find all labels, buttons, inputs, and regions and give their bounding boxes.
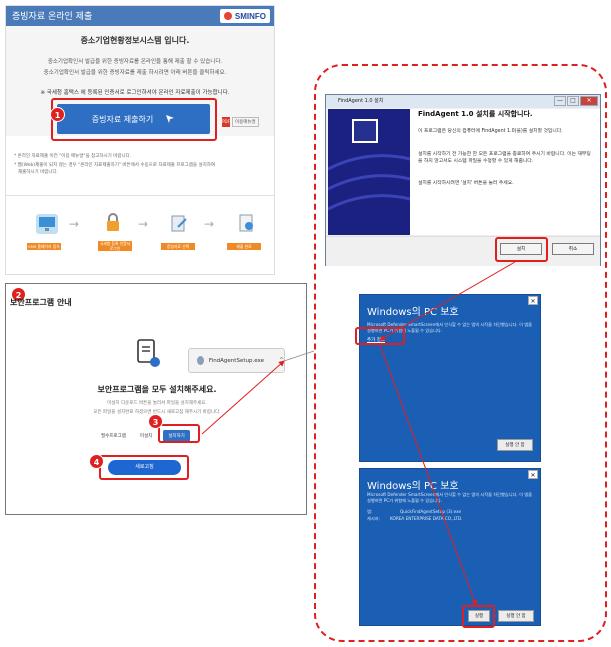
installer-disk-icon bbox=[352, 119, 378, 143]
manual-link[interactable]: PDF 이용매뉴얼 bbox=[222, 117, 259, 127]
arrow-to-defender1 bbox=[379, 261, 516, 341]
security-title: 보안프로그램 안내 bbox=[10, 298, 72, 307]
app-value: QuickFindAgentSetup (3).exe bbox=[400, 509, 462, 514]
run-anyway-button[interactable]: 실행 bbox=[468, 610, 490, 622]
installer-heading: FindAgent 1.0 설치를 시작합니다. bbox=[418, 110, 533, 118]
installer-paragraph: 설치를 시작하기 전 가능한 한 모든 프로그램을 종료하여 주시기 바랍니다.… bbox=[418, 152, 591, 164]
smartscreen-dialog: ✕ Windows의 PC 보호 Microsoft Defender Smar… bbox=[359, 294, 541, 462]
step-badge: 4 bbox=[89, 454, 104, 469]
step-label: 증빙자료 선택 bbox=[161, 243, 195, 250]
program-label: 필수프로그램 bbox=[101, 434, 126, 439]
arrow-to-frame bbox=[283, 350, 315, 362]
cancel-button[interactable]: 취소 bbox=[552, 243, 594, 255]
installer-banner bbox=[328, 109, 410, 235]
step-label: 국세청 등록 인증서 로그인 bbox=[98, 241, 132, 251]
more-info-link[interactable]: 추가 정보 bbox=[367, 338, 385, 343]
installer-window: FindAgent 1.0 설치 — □ ✕ bbox=[325, 94, 601, 266]
arrow-to-run bbox=[379, 344, 478, 606]
installer-titlebar: FindAgent 1.0 설치 — □ ✕ bbox=[326, 95, 600, 108]
highlight-box bbox=[158, 424, 200, 443]
submit-evidence-label: 증빙자료 제출하기 bbox=[91, 114, 154, 124]
arrow-to-download bbox=[201, 360, 285, 435]
program-table: 필수프로그램 미설치 설치하기 bbox=[98, 430, 190, 442]
smartscreen-title: Windows의 PC 보호 bbox=[367, 481, 459, 492]
highlight-box bbox=[495, 237, 548, 262]
close-icon[interactable]: ✕ bbox=[580, 96, 598, 106]
smartscreen-title: Windows의 PC 보호 bbox=[367, 307, 459, 318]
logo-text: SMINFO bbox=[234, 11, 266, 21]
installer-paragraph: 이 프로그램은 당신의 컴퓨터에 FindAgent 1.0(을)를 설치할 것… bbox=[418, 129, 563, 134]
refresh-button[interactable]: 새로고침 bbox=[108, 460, 181, 475]
step-label: 제출 완료 bbox=[227, 243, 261, 250]
portal-heading: 중소기업현황정보시스템 입니다. bbox=[80, 36, 190, 45]
publisher-value: KOREA ENTERPRISE DATA CO.,LTD. bbox=[390, 516, 463, 521]
highlight-box bbox=[462, 605, 495, 628]
portal-note: * 웹(Web)제출이 되지 않는 경우 "온라인 자료제출하기" 버튼에서 수… bbox=[14, 163, 216, 168]
dont-run-button[interactable]: 실행 안 함 bbox=[498, 610, 534, 622]
portal-header: 증빙자료 온라인 제출 SMINFO bbox=[6, 6, 274, 26]
download-filename: FindAgentSetup.exe bbox=[208, 357, 264, 364]
close-icon[interactable]: ✕ bbox=[528, 470, 538, 479]
lock-icon bbox=[102, 213, 124, 233]
submit-evidence-button[interactable]: 증빙자료 제출하기 bbox=[57, 104, 210, 134]
sminfo-logo: SMINFO bbox=[219, 9, 270, 23]
arrow-right-icon: → bbox=[204, 217, 215, 231]
installer-paragraph: 설치를 시작하시려면 '설치' 버튼을 눌러 주세요. bbox=[418, 181, 514, 186]
security-program-panel bbox=[5, 283, 307, 515]
security-desc-line: 모든 파일을 설치완료 하셨으면 반드시 새로고침 해주시기 바랍니다. bbox=[93, 410, 221, 415]
clipboard-check-icon bbox=[235, 212, 257, 232]
highlight-box bbox=[355, 327, 405, 345]
portal-header-title: 증빙자료 온라인 제출 bbox=[12, 12, 93, 22]
logo-mark-icon bbox=[223, 12, 232, 20]
divider bbox=[5, 195, 275, 196]
app-label: 앱: bbox=[367, 509, 373, 514]
cursor-icon bbox=[166, 115, 175, 123]
document-pen-icon bbox=[168, 213, 190, 233]
monitor-icon bbox=[36, 214, 58, 234]
portal-notice: ※ 국세청 홈택스 에 등록된 인증서로 로그인하셔야 온라인 자료제출이 가능… bbox=[40, 90, 230, 96]
step-badge: 1 bbox=[50, 107, 65, 122]
portal-note: 제출하시기 바랍니다. bbox=[18, 170, 59, 175]
install-button[interactable]: 설치 bbox=[500, 243, 542, 255]
minimize-icon[interactable]: — bbox=[554, 96, 566, 106]
maximize-icon[interactable]: □ bbox=[567, 96, 579, 106]
install-steps-frame bbox=[314, 64, 607, 642]
step-label: EMS 홈페이지 접속 bbox=[27, 243, 61, 250]
download-item[interactable]: FindAgentSetup.exe ^ bbox=[188, 348, 285, 373]
close-icon[interactable]: ✕ bbox=[528, 296, 538, 305]
dont-run-button[interactable]: 실행 안 함 bbox=[497, 439, 533, 451]
security-desc-line: 미설치 다운로드 버튼을 눌러서 파일을 설치해주세요. bbox=[107, 401, 207, 406]
program-status: 미설치 bbox=[139, 434, 153, 439]
step-badge: 2 bbox=[11, 287, 26, 302]
banner-stripes-icon bbox=[328, 154, 410, 211]
smartscreen-dialog: ✕ Windows의 PC 보호 Microsoft Defender Smar… bbox=[359, 468, 541, 626]
pdf-icon: PDF bbox=[222, 117, 230, 127]
install-program-button[interactable]: 설치하기 bbox=[163, 430, 190, 442]
installer-file-icon bbox=[197, 356, 204, 365]
document-shield-icon bbox=[137, 339, 160, 367]
arrow-right-icon: → bbox=[69, 217, 80, 231]
smartscreen-message: Microsoft Defender SmartScreen에서 인식할 수 없… bbox=[367, 492, 532, 503]
portal-desc-line: 중소기업확인서 발급을 위한 증빙자료를 제출 하시려면 아래 버튼을 클릭하세… bbox=[43, 70, 227, 76]
arrow-right-icon: → bbox=[138, 217, 149, 231]
installer-content bbox=[410, 109, 600, 235]
portal-desc-line: 중소기업확인서 발급을 위한 증빙자료를 온라인을 통해 제출 할 수 있습니다… bbox=[47, 59, 223, 65]
installer-title: FindAgent 1.0 설치 bbox=[338, 98, 384, 104]
security-heading: 보안프로그램을 모두 설치해주세요. bbox=[97, 385, 217, 394]
publisher-label: 게시자: bbox=[367, 516, 380, 521]
portal-note: * 온라인 자료제출 이전 "이용 매뉴얼"을 참고하시기 바랍니다. bbox=[14, 154, 132, 159]
window-controls: — □ ✕ bbox=[554, 96, 598, 106]
manual-label: 이용매뉴얼 bbox=[232, 117, 259, 127]
step-badge: 3 bbox=[148, 414, 163, 429]
